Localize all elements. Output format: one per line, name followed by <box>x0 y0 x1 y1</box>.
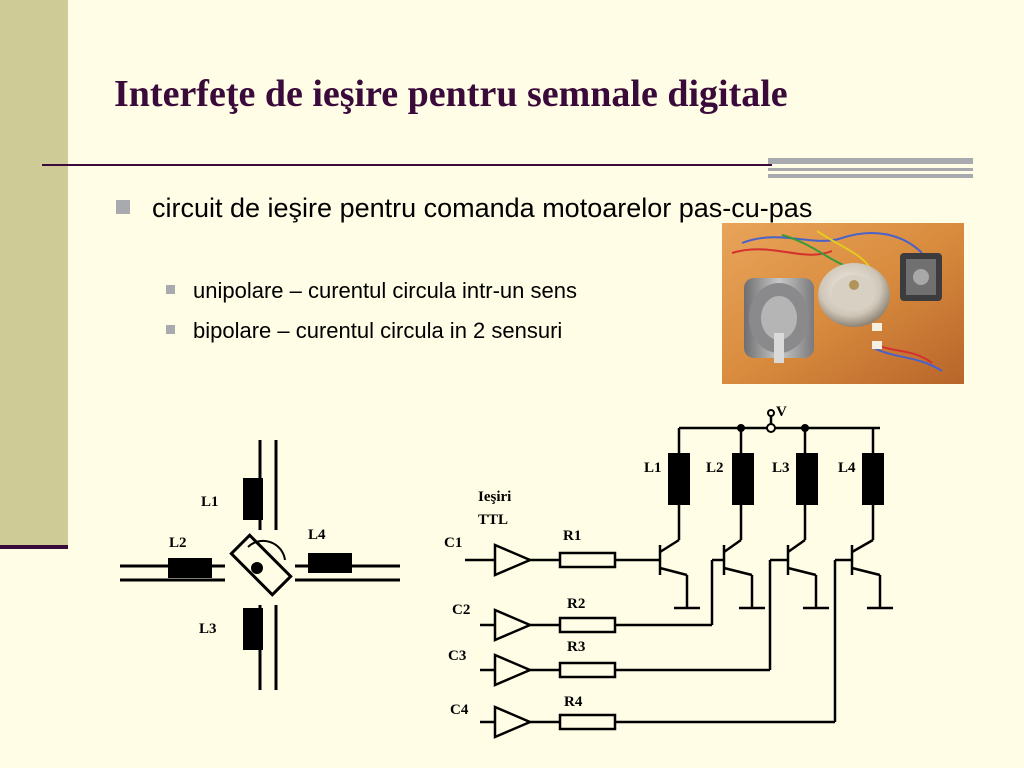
left-decor-rule <box>0 545 68 549</box>
motor-label-l4: L4 <box>308 527 326 543</box>
outputs-label-2: TTL <box>478 512 508 528</box>
input-label-c1: C1 <box>444 535 462 551</box>
resistor-label-r4: R4 <box>564 694 583 710</box>
resistor-label-r3: R3 <box>567 639 585 655</box>
resistors <box>558 551 617 731</box>
sub-bullet-bipolar: bipolare – curentul circula in 2 sensuri <box>166 318 562 344</box>
sub-bullet-unipolar: unipolare – curentul circula intr-un sen… <box>166 278 577 304</box>
sub-bullet-text: bipolare – curentul circula in 2 sensuri <box>193 318 563 343</box>
input-label-c2: C2 <box>452 602 470 618</box>
buffers <box>493 543 534 739</box>
supply-terminal-top <box>767 409 775 417</box>
sub-bullet-square-icon <box>166 285 175 294</box>
accent-bar <box>768 174 973 178</box>
outputs-label-1: Ieşiri <box>478 489 511 505</box>
supply-terminal <box>766 423 776 433</box>
motor-label-l2: L2 <box>169 535 187 551</box>
input-label-c3: C3 <box>448 648 466 664</box>
input-label-c4: C4 <box>450 702 469 718</box>
motor-label-l1: L1 <box>201 494 219 510</box>
coil-label-l2: L2 <box>706 460 724 476</box>
coil-label-l3: L3 <box>772 460 790 476</box>
sub-bullet-text: unipolare – curentul circula intr-un sen… <box>193 278 577 303</box>
bullet-main: circuit de ieşire pentru comanda motoare… <box>116 190 916 226</box>
slide-title: Interfeţe de ieşire pentru semnale digit… <box>114 73 788 115</box>
motor-label-l3: L3 <box>199 621 217 637</box>
left-decor-band <box>0 0 68 545</box>
coil-blocks <box>668 424 884 505</box>
title-rule <box>42 164 772 166</box>
coil-label-l4: L4 <box>838 460 856 476</box>
supply-label: V <box>776 404 787 420</box>
motor-schematic-coils <box>168 478 352 650</box>
stepper-motors-photo <box>722 223 964 384</box>
bullet-main-text: circuit de ieşire pentru comanda motoare… <box>152 193 813 223</box>
accent-bar <box>768 168 973 171</box>
coil-label-l1: L1 <box>644 460 662 476</box>
resistor-label-r1: R1 <box>563 528 581 544</box>
accent-bar <box>768 158 973 164</box>
transistors <box>658 538 881 577</box>
bullet-square-icon <box>116 200 130 214</box>
resistor-label-r2: R2 <box>567 596 585 612</box>
sub-bullet-square-icon <box>166 325 175 334</box>
